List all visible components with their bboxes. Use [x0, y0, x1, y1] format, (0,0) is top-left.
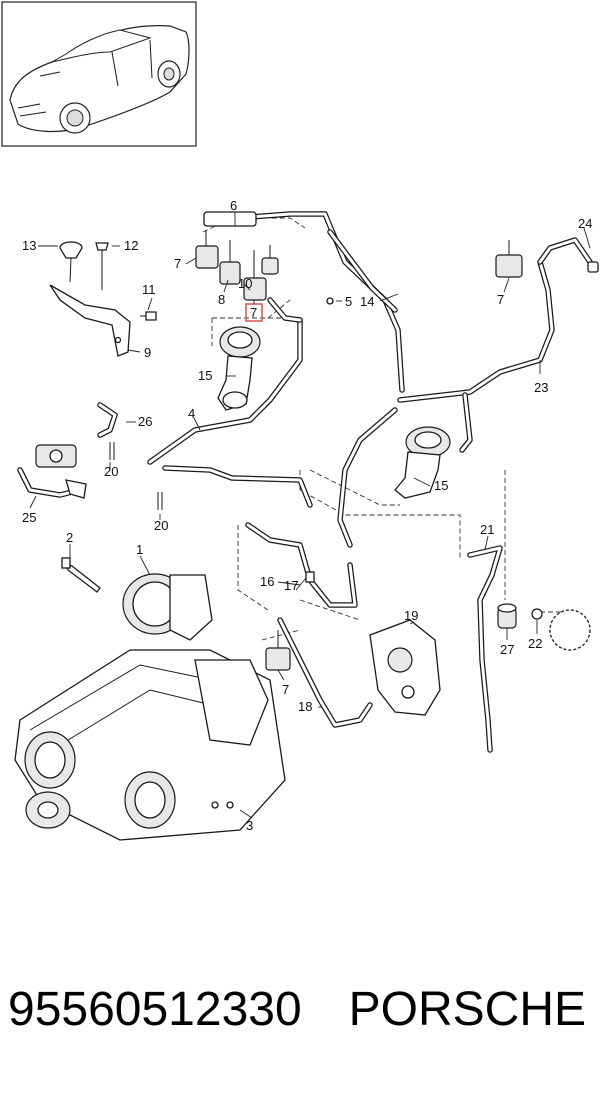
- lower-solenoid: [265, 571, 315, 671]
- callout-7-top-left: 7: [174, 256, 181, 271]
- callout-20-upper: 20: [104, 464, 118, 479]
- callout-15-right: 15: [434, 478, 448, 493]
- callout-9: 9: [144, 345, 151, 360]
- callout-15-left: 15: [198, 368, 212, 383]
- air-valve-left: [217, 326, 261, 411]
- solenoid-valves: [195, 211, 599, 305]
- callout-6: 6: [230, 198, 237, 213]
- vehicle-thumbnail: [1, 1, 197, 147]
- callout-19: 19: [404, 608, 418, 623]
- bolt-2: [61, 557, 101, 593]
- brand-name: PORSCHE: [348, 983, 586, 1036]
- pins-20: [109, 442, 163, 510]
- callout-16: 16: [260, 574, 274, 589]
- callout-24: 24: [578, 216, 592, 231]
- callout-2: 2: [66, 530, 73, 545]
- bracket-assembly: [49, 241, 157, 357]
- callout-13: 13: [22, 238, 36, 253]
- callout-1: 1: [136, 542, 143, 557]
- compressor-housing: [14, 649, 286, 841]
- callout-17: 17: [284, 578, 298, 593]
- callout-26: 26: [138, 414, 152, 429]
- callout-10: 10: [238, 276, 252, 291]
- callout-labels: 1 2 3 4 5 6 7 7 7 7 8 9 10 11 12 13 14 1…: [22, 198, 592, 833]
- sensor-assembly: [35, 444, 87, 499]
- check-valve-27: [497, 603, 591, 651]
- callout-21: 21: [480, 522, 494, 537]
- callout-7-lower: 7: [282, 682, 289, 697]
- callout-5: 5: [345, 294, 352, 309]
- hose-piece-26: [97, 402, 118, 438]
- callout-22: 22: [528, 636, 542, 651]
- air-valve-right: [394, 426, 451, 499]
- callout-3: 3: [246, 818, 253, 833]
- callout-7-top-right: 7: [497, 292, 504, 307]
- callout-12: 12: [124, 238, 138, 253]
- callout-27: 27: [500, 642, 514, 657]
- callout-20-lower: 20: [154, 518, 168, 533]
- pump-19: [369, 619, 441, 716]
- callout-8: 8: [218, 292, 225, 307]
- callout-25: 25: [22, 510, 36, 525]
- callout-14: 14: [360, 294, 374, 309]
- callout-18: 18: [298, 699, 312, 714]
- callout-leaders: [29, 212, 591, 819]
- throttle-housing: [122, 573, 213, 641]
- callout-4: 4: [188, 406, 195, 421]
- callout-7-highlighted: 7: [250, 305, 257, 320]
- part-number: 95560512330: [8, 983, 302, 1036]
- callout-23: 23: [534, 380, 548, 395]
- callout-11: 11: [142, 282, 156, 297]
